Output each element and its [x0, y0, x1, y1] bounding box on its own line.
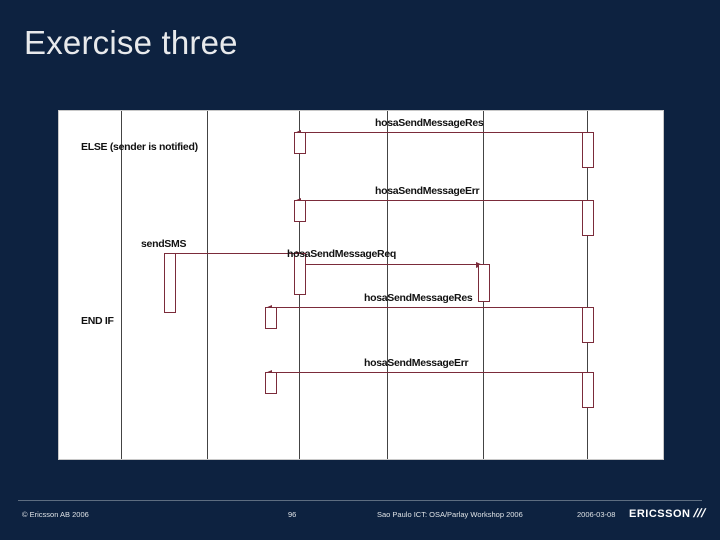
activation-10 [582, 372, 594, 408]
block-label-else: ELSE (sender is notified) [81, 141, 198, 153]
message-arrow-6 [265, 369, 587, 376]
activation-7 [478, 264, 490, 302]
activation-8 [582, 307, 594, 343]
lifeline-6 [587, 111, 588, 459]
message-label-3: sendSMS [141, 238, 187, 250]
ericsson-logo: ERICSSON/// [629, 506, 709, 520]
activation-6 [294, 253, 306, 295]
activation-2 [294, 132, 306, 154]
message-arrow-4 [305, 261, 483, 268]
message-arrow-1 [294, 129, 587, 136]
message-label-4: hosaSendMessageReq [287, 248, 396, 260]
message-arrow-3 [169, 250, 303, 257]
block-label-endif: END IF [81, 315, 114, 327]
message-label-5: hosaSendMessageRes [364, 292, 473, 304]
footer-event: Sao Paulo ICT: OSA/Parlay Workshop 2006 [377, 510, 523, 519]
activation-4 [294, 200, 306, 222]
message-arrow-5 [265, 304, 587, 311]
footer-page-number: 96 [288, 510, 297, 519]
activation-1 [582, 132, 594, 168]
activation-11 [265, 372, 277, 394]
brand-mark-icon: /// [692, 506, 709, 520]
lifeline-1 [121, 111, 122, 459]
message-label-2: hosaSendMessageErr [375, 185, 480, 197]
slide-footer: © Ericsson AB 2006 96 Sao Paulo ICT: OSA… [0, 500, 720, 540]
message-label-6: hosaSendMessageErr [364, 357, 469, 369]
footer-copyright: © Ericsson AB 2006 [22, 510, 89, 519]
activation-9 [265, 307, 277, 329]
lifeline-4 [387, 111, 388, 459]
message-arrow-2 [294, 197, 587, 204]
activation-3 [582, 200, 594, 236]
lifeline-2 [207, 111, 208, 459]
footer-divider [18, 500, 702, 501]
footer-date: 2006-03-08 [577, 510, 616, 519]
page-title: Exercise three [24, 24, 238, 61]
activation-5 [164, 253, 176, 313]
brand-text: ERICSSON [629, 508, 691, 520]
message-label-1: hosaSendMessageRes [375, 117, 484, 129]
sequence-diagram: hosaSendMessageRes ELSE (sender is notif… [58, 110, 664, 460]
